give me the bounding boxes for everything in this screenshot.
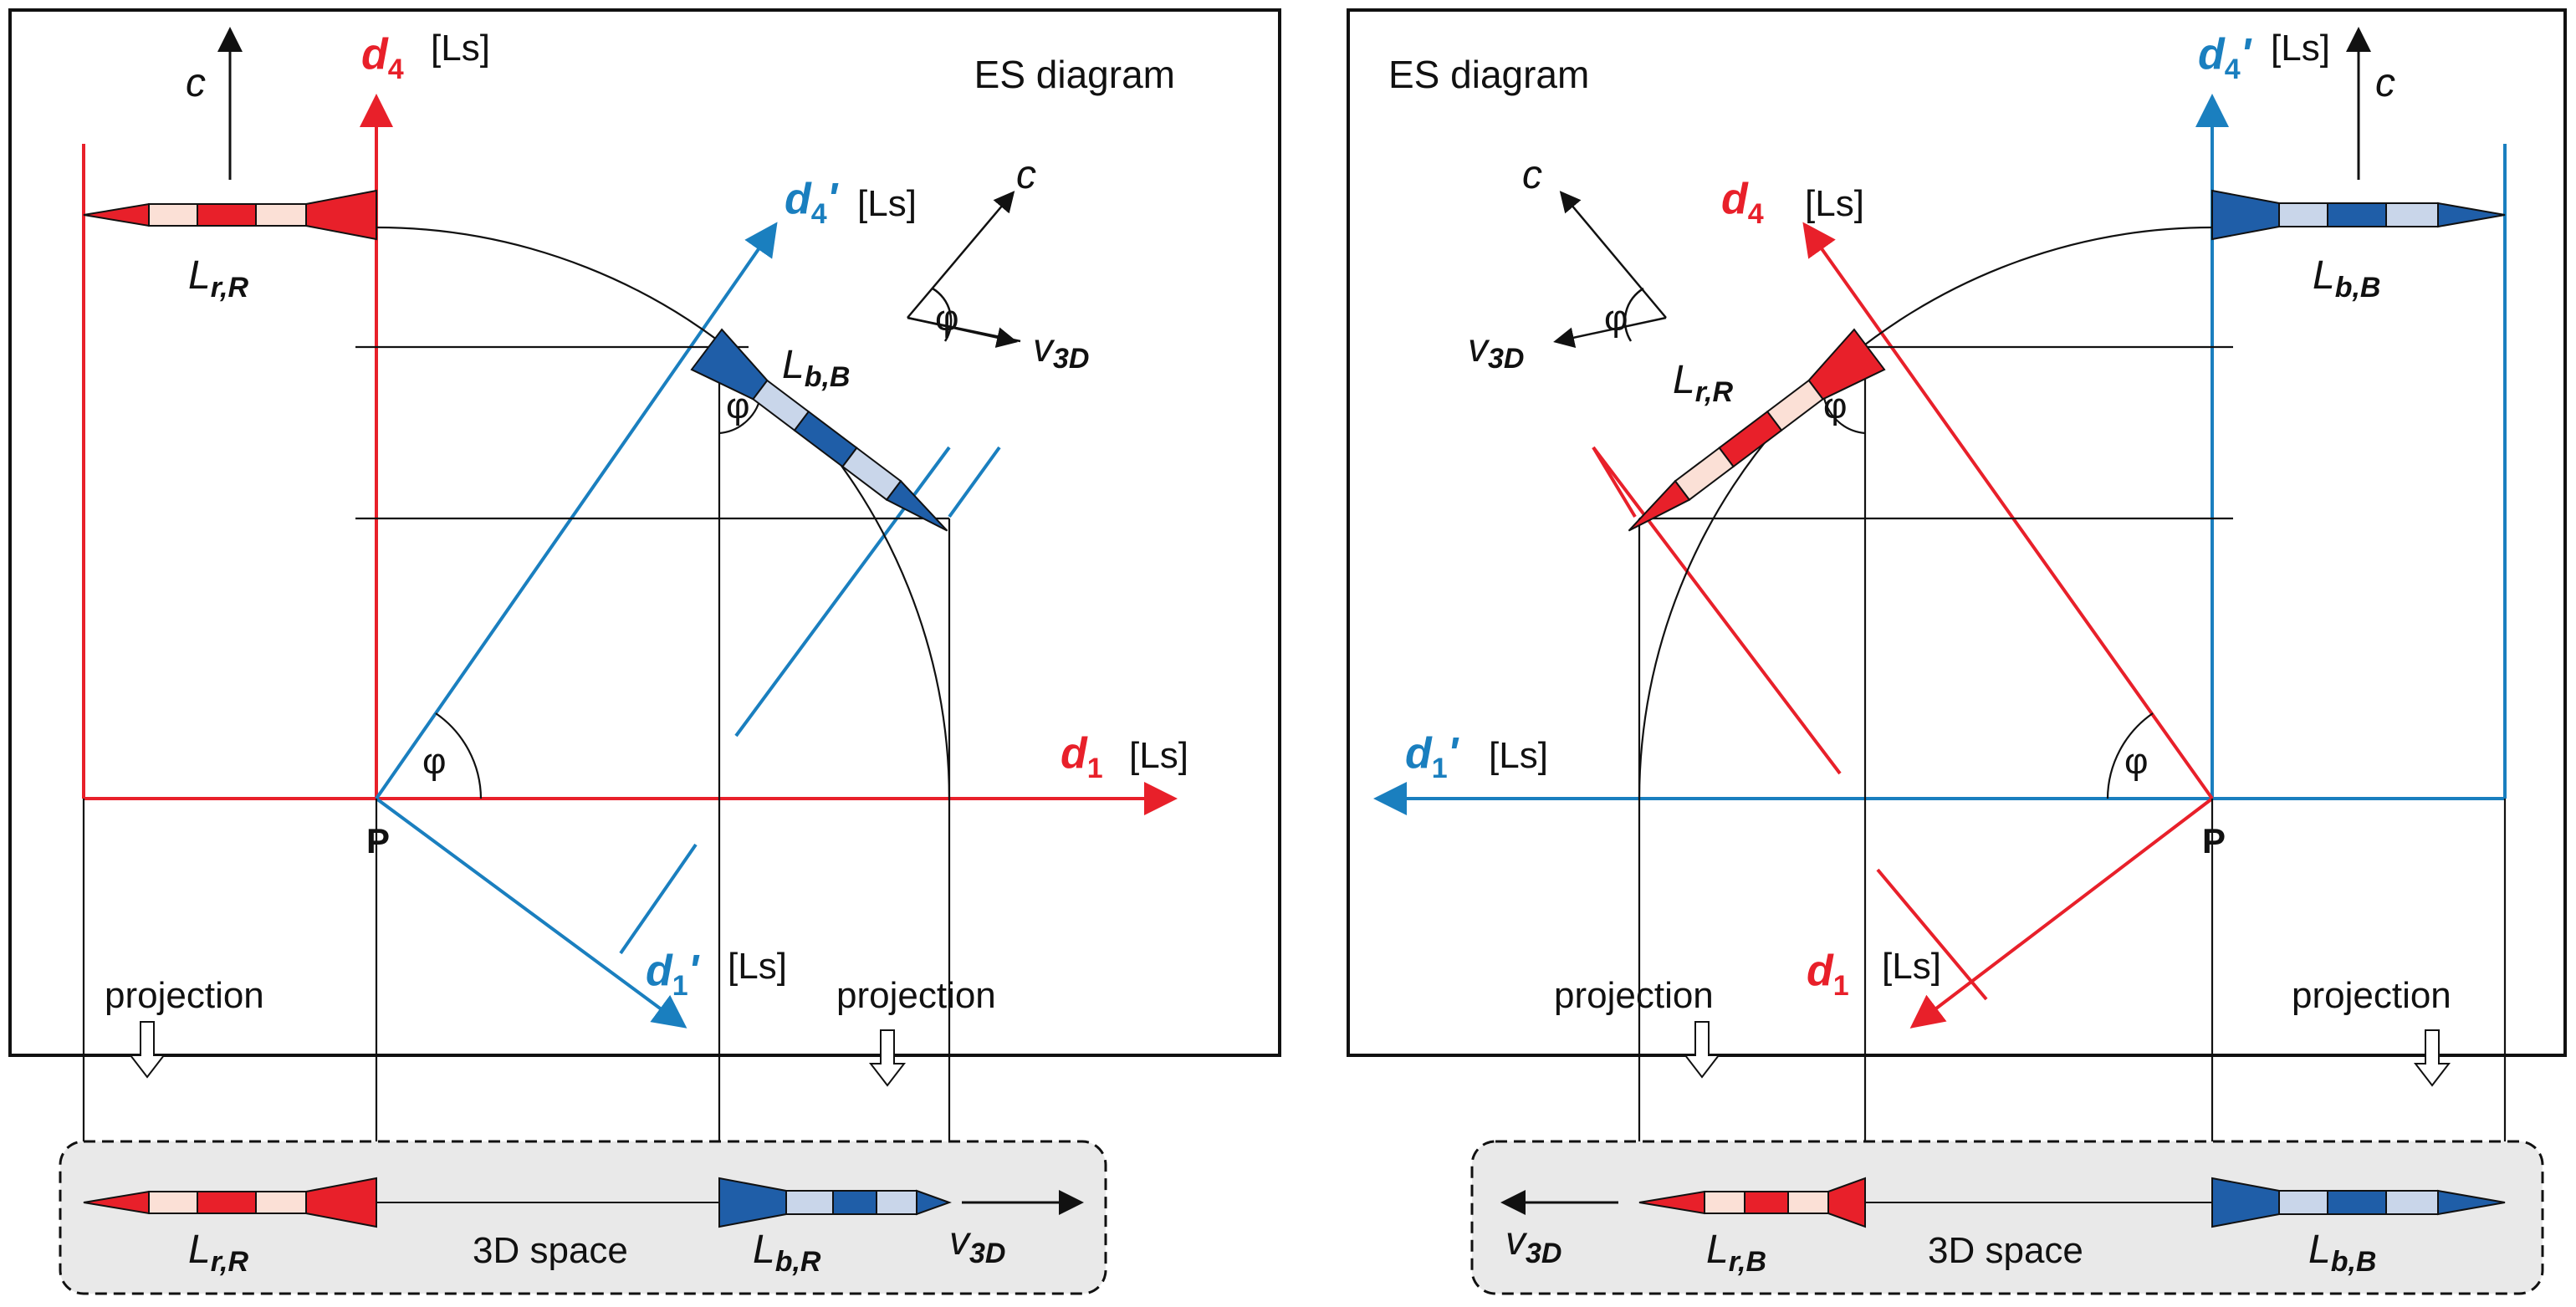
right-space-blue-rocket — [2211, 1177, 2506, 1228]
left-projection-right: projection — [836, 975, 996, 1016]
right-red-rocket-label: Lr,R — [1673, 358, 1734, 408]
left-blue-frame-lines — [375, 222, 1001, 1029]
left-projection-left: projection — [105, 975, 264, 1016]
right-d1-label: d1 — [1807, 947, 1849, 1002]
right-d4-unit: [Ls] — [1805, 183, 1864, 224]
right-d1p-unit: [Ls] — [1489, 735, 1548, 776]
left-phi-rocket: φ — [726, 385, 750, 426]
left-origin-label: P — [366, 821, 390, 860]
right-blue-rocket — [2211, 189, 2506, 241]
left-phi-tri: φ — [935, 298, 959, 339]
left-red-rocket-label: Lr,R — [188, 253, 249, 304]
left-d1p-label: d1' — [646, 947, 700, 1002]
right-phi-tri: φ — [1604, 298, 1628, 339]
right-projection-right: projection — [2292, 975, 2451, 1016]
right-es-panel: ES diagram c — [1347, 8, 2567, 1295]
right-3d-space-box — [1470, 1140, 2544, 1295]
right-space-label: 3D space — [1928, 1230, 2083, 1271]
right-red-rocket — [1628, 328, 1886, 532]
right-c-tri-label: c — [1522, 153, 1542, 197]
left-cv-triangle — [907, 191, 1021, 348]
right-phi-rocket: φ — [1823, 385, 1848, 426]
left-c-tri-label: c — [1016, 153, 1036, 197]
left-red-rocket — [83, 189, 377, 241]
right-d1p-label: d1' — [1405, 729, 1459, 784]
left-space-blue-label: Lb,R — [753, 1228, 821, 1278]
left-phi-origin: φ — [422, 741, 447, 782]
left-blue-rocket-label: Lb,B — [782, 343, 850, 393]
right-space-red-rocket — [1638, 1177, 1866, 1228]
right-c-label: c — [2375, 61, 2395, 105]
right-projection-arrows — [1683, 1021, 2451, 1087]
right-space-blue-label: Lb,B — [2308, 1228, 2376, 1278]
right-d4p-label: d4' — [2198, 30, 2252, 85]
left-space-v-label: v3D — [949, 1219, 1005, 1269]
right-v-tri-label: v3D — [1468, 326, 1524, 375]
right-origin-label: P — [2202, 821, 2226, 860]
left-v-tri-label: v3D — [1033, 326, 1089, 375]
right-red-frame-lines — [1592, 222, 2214, 1029]
left-space-label: 3D space — [473, 1230, 628, 1271]
right-cv-triangle — [1553, 191, 1667, 349]
left-d4-unit: [Ls] — [431, 28, 490, 69]
right-d4-label: d4 — [1721, 175, 1764, 230]
left-d4p-label: d4' — [785, 175, 839, 230]
right-d4p-unit: [Ls] — [2271, 28, 2330, 69]
left-space-blue-rocket — [718, 1177, 952, 1228]
left-space-red-label: Lr,R — [188, 1228, 249, 1278]
left-space-red-rocket — [83, 1177, 377, 1228]
left-title: ES diagram — [974, 53, 1175, 96]
right-title: ES diagram — [1388, 53, 1589, 96]
left-d1-unit: [Ls] — [1129, 735, 1188, 776]
right-d1-unit: [Ls] — [1882, 946, 1941, 987]
right-projection-left: projection — [1554, 975, 1714, 1016]
right-blue-rocket-label: Lb,B — [2313, 253, 2380, 304]
right-space-red-label: Lr,B — [1706, 1228, 1766, 1278]
right-phi-origin: φ — [2124, 741, 2149, 782]
left-3d-space-box — [59, 1140, 1107, 1295]
left-d1p-unit: [Ls] — [728, 946, 787, 987]
left-diagram-frame — [8, 8, 1281, 1057]
left-d1-label: d1 — [1061, 729, 1103, 784]
left-d4p-unit: [Ls] — [857, 183, 917, 224]
left-blue-rocket — [690, 328, 948, 532]
left-d4-label: d4 — [361, 30, 404, 85]
right-space-v-label: v3D — [1505, 1219, 1561, 1269]
right-diagram-frame — [1347, 8, 2567, 1057]
left-projection-arrows — [128, 1021, 907, 1087]
left-es-panel: ES diagram c — [8, 8, 1281, 1295]
left-c-label: c — [186, 61, 206, 105]
